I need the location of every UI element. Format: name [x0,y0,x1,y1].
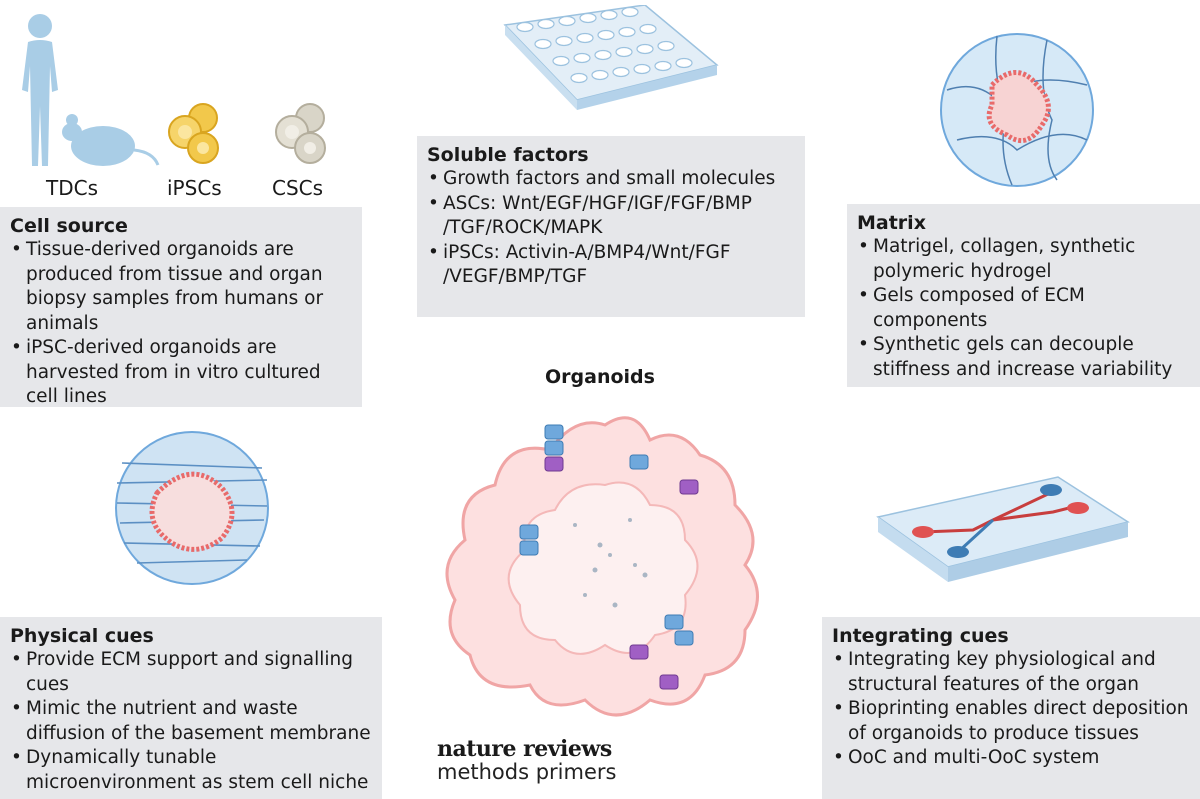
soluble-factors-item: iPSCs: Activin-A/BMP4/Wnt/FGF /VEGF/BMP/… [427,241,795,290]
well [621,6,639,18]
stem-cells [519,424,694,646]
cell-source-item: iPSC-derived organoids are harvested fro… [10,336,352,410]
physical-cues-sphere-icon [115,431,269,585]
well [600,9,618,21]
csc-cells-icon [275,103,326,164]
csc-label: CSCs [272,176,324,200]
well [534,38,552,50]
organoids-title: Organoids [545,366,655,388]
well [573,52,591,64]
soluble-factors-title: Soluble factors [427,144,589,166]
integrating-cues-item: OoC and multi-OoC system [832,746,1190,771]
well [615,46,633,58]
well [654,60,672,72]
well [555,35,573,47]
organ-on-chip-icon [876,476,1130,582]
ipsc-cells-icon [168,103,219,164]
organoid-illustration [445,416,759,717]
well [612,66,630,78]
physical-cues-panel: Physical cues Provide ECM support and si… [0,617,382,799]
well [657,40,675,52]
cell-source-item: Tissue-derived organoids are produced fr… [10,238,352,336]
well [537,18,555,30]
well-plate-icon [503,5,719,110]
integrating-cues-item: Integrating key physiological and struct… [832,648,1190,697]
well [618,26,636,38]
well [552,55,570,67]
soluble-factors-item: Growth factors and small molecules [427,167,795,192]
ipsc-label: iPSCs [167,176,222,200]
well [570,72,588,84]
soluble-factors-item: ASCs: Wnt/EGF/HGF/IGF/FGF/BMP /TGF/ROCK/… [427,192,795,241]
physical-cues-item: Dynamically tunable microenvironment as … [10,746,372,795]
physical-cues-item: Mimic the nutrient and waste diffusion o… [10,697,372,746]
integrating-cues-panel: Integrating cues Integrating key physiol… [822,617,1200,799]
human-figure-icon [22,14,58,166]
well [579,12,597,24]
matrix-item: Synthetic gels can decouple stiffness an… [857,333,1190,382]
paneth-cells [544,456,699,690]
well [558,15,576,27]
physical-cues-item: Provide ECM support and signalling cues [10,648,372,697]
tdc-label: TDCs [46,176,99,200]
cell-source-title: Cell source [10,215,128,237]
mouse-icon [62,114,160,166]
well [576,32,594,44]
well [636,43,654,55]
well [633,63,651,75]
well [639,23,657,35]
well [594,49,612,61]
brand-line-1: nature reviews [437,736,612,762]
well [516,21,534,33]
integrating-cues-item: Bioprinting enables direct deposition of… [832,697,1190,746]
physical-cues-title: Physical cues [10,625,154,647]
well [675,57,693,69]
matrix-sphere-icon [940,33,1094,187]
matrix-panel: Matrix Matrigel, collagen, synthetic pol… [847,204,1200,387]
matrix-title: Matrix [857,212,926,234]
integrating-cues-title: Integrating cues [832,625,1009,647]
well [597,29,615,41]
well [591,69,609,81]
matrix-item: Gels composed of ECM components [857,284,1190,333]
matrix-item: Matrigel, collagen, synthetic polymeric … [857,235,1190,284]
soluble-factors-panel: Soluble factors Growth factors and small… [417,136,805,317]
brand-line-2: methods primers [437,760,617,784]
cell-source-panel: Cell source Tissue-derived organoids are… [0,207,362,407]
